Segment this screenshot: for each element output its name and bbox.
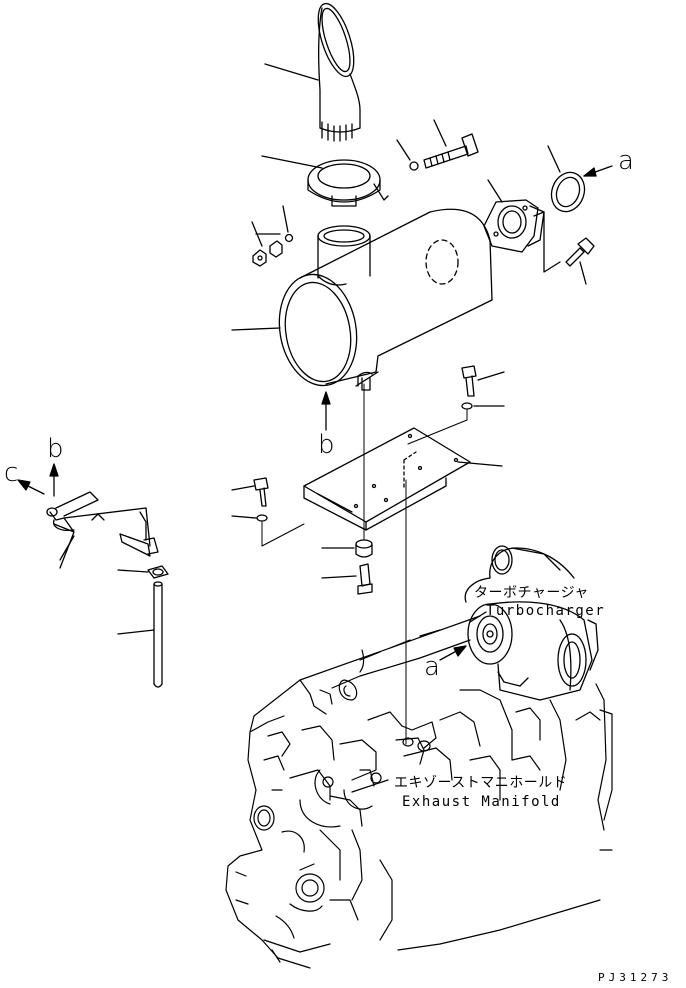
drain-tube [46,491,159,569]
leader-clip [117,569,149,573]
arrow-b-pipe [49,463,59,497]
ref-a-top: a [618,146,634,176]
leader-gasket [547,145,561,173]
bolt-right [565,237,595,267]
bolt-top [423,133,479,169]
clip [147,565,169,579]
leader-muffler [231,327,281,331]
assembly-centerlines [261,383,468,745]
leader-washer-left-mid [231,515,257,519]
bolt-bottom [357,563,373,595]
ref-b-pipe: b [47,434,64,464]
ref-b-muffler: b [318,430,335,460]
turbocharger [464,545,599,701]
leader-bolt-mid [477,371,505,381]
drain-pipe [153,581,163,688]
leader-clamp [261,155,323,169]
spacer [355,539,373,558]
bolt-mid [461,365,477,397]
leader-washer-top [396,139,411,161]
clamp [307,159,389,207]
leader-adapter [487,179,503,203]
turbocharger-label-en: Turbocharger [486,603,606,619]
leader-bolt-left [231,485,255,491]
leader-drain-pipe [117,629,155,635]
muffler [278,208,493,391]
ref-a-turbo: a [424,652,440,682]
bracket-right [533,211,561,273]
washer-left [284,233,294,243]
manifold-label-en: Exhaust Manifold [402,794,561,810]
ref-c-pipe: c [4,458,19,488]
leader-tail-pipe [264,63,319,81]
manifold-label-jp: エキゾーストマニホールド [394,775,568,791]
drawing-code: PJ31273 [598,971,673,984]
arrow-b-muffler [321,391,331,431]
leader-bolt-bottom [321,575,357,579]
gasket-ring [550,171,586,213]
leader-manifold [351,779,389,793]
leader-turbo [469,611,487,623]
bolt-left [253,477,269,507]
leader-bracket [457,461,503,467]
turbocharger-label-jp: ターボチャージャ [474,585,589,601]
adapter-flange [483,199,545,253]
leader-washer-left [282,205,289,233]
leader-bolt-top [433,119,447,147]
leader-drain-tube [59,535,75,561]
arrow-c-pipe [17,479,45,495]
leader-bolt-right [579,261,587,285]
washer-mid [461,402,473,410]
tail-pipe [317,2,361,142]
arrow-a-top [583,165,613,177]
engine-block [225,615,613,969]
washer-left-mid [256,514,268,522]
nut-left [252,240,283,267]
washer-top [409,161,419,171]
bracket-plate [303,427,471,531]
arrow-a-turbo [439,645,467,661]
